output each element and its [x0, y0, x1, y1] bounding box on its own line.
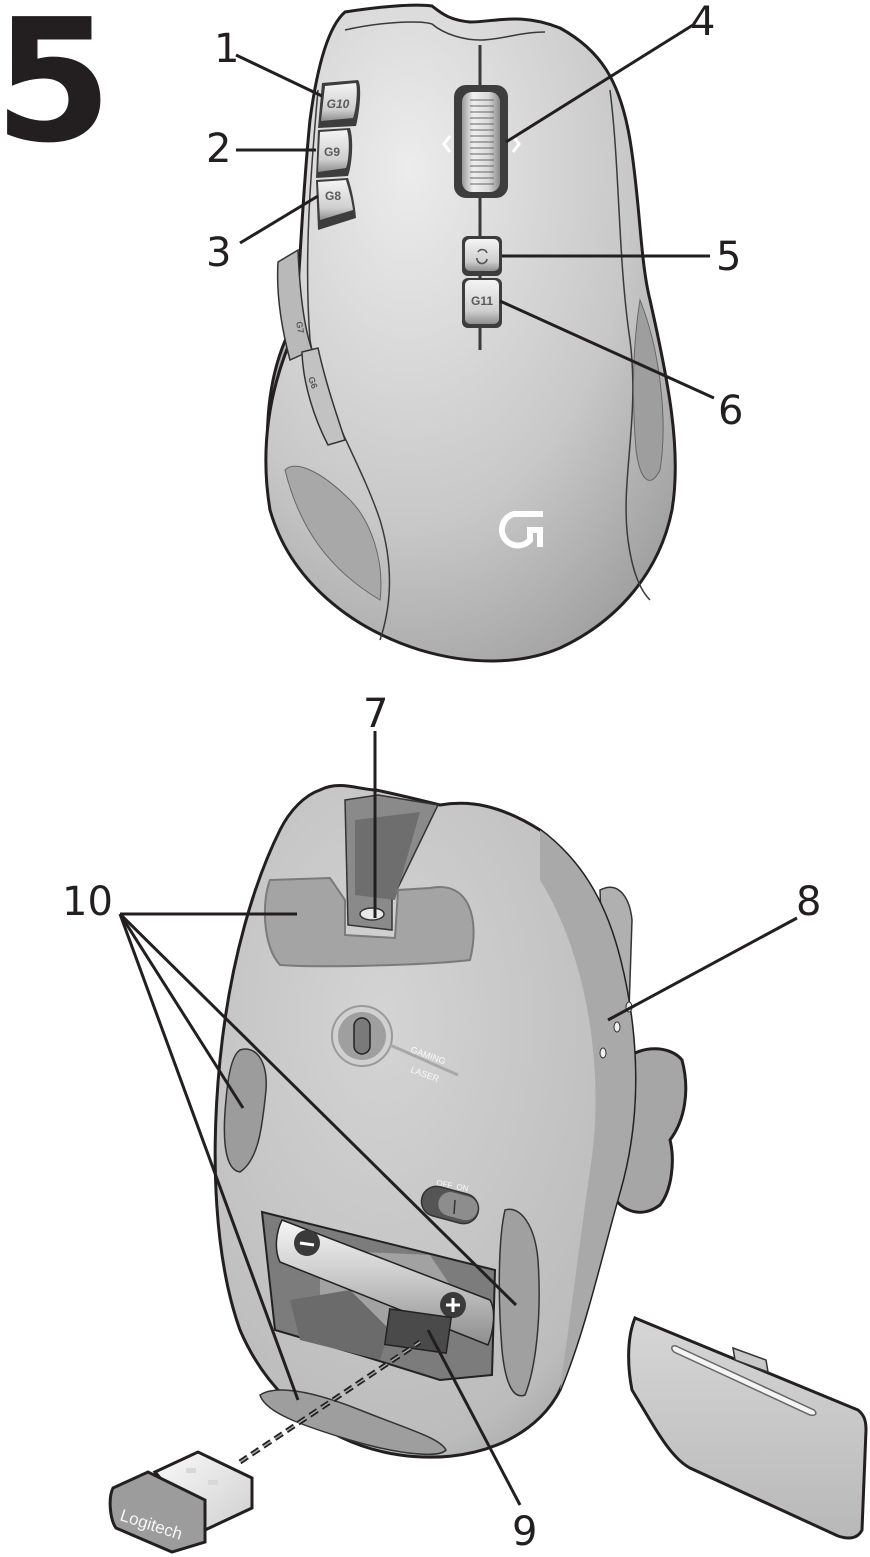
scroll-wheel[interactable] — [442, 85, 521, 198]
mode-shift-button[interactable] — [462, 236, 502, 276]
g11-button[interactable]: G11 — [462, 278, 502, 328]
battery-plus-icon — [446, 1298, 460, 1312]
aa-battery — [275, 1219, 495, 1346]
svg-text:G11: G11 — [471, 294, 493, 308]
svg-text:G7: G7 — [294, 321, 306, 335]
callout-5: 5 — [716, 234, 741, 280]
mouse-bottom-view: GAMING LASER OFF ON — [213, 784, 688, 1459]
power-switch[interactable]: OFF ON — [418, 1178, 482, 1227]
foot-back — [259, 1389, 447, 1456]
cycle-arrows-icon — [476, 248, 488, 265]
usb-receiver: Logitech — [108, 1450, 254, 1554]
g9-button[interactable]: G9 — [316, 128, 353, 178]
step-number: 5 — [0, 0, 112, 181]
foot-left — [223, 1048, 267, 1173]
top-view-callouts: 1 2 3 4 5 6 — [206, 0, 743, 434]
g10-button[interactable]: G10 — [318, 80, 361, 128]
svg-text:G9: G9 — [324, 145, 340, 159]
svg-text:G8: G8 — [325, 189, 341, 203]
right-grip-recess — [632, 298, 664, 481]
mouse-top-view: G11 G10 G9 G8 G7 G6 — [264, 3, 677, 663]
battery-compartment — [260, 1210, 497, 1382]
callout-7: 7 — [363, 691, 388, 737]
laser-sensor: GAMING LASER — [331, 1005, 459, 1084]
svg-text:ON: ON — [456, 1182, 470, 1193]
g8-button[interactable]: G8 — [316, 178, 356, 230]
charging-connector[interactable] — [359, 907, 385, 921]
g-logo-icon — [498, 511, 543, 549]
foot-front — [263, 876, 475, 968]
svg-text:G10: G10 — [327, 97, 350, 111]
tilt-left-arrow-icon — [442, 135, 452, 153]
callout-3: 3 — [206, 230, 231, 276]
tilt-right-arrow-icon — [511, 135, 521, 153]
foot-right — [498, 1208, 540, 1397]
callout-1: 1 — [214, 26, 239, 72]
callout-6: 6 — [718, 388, 743, 434]
g6-button[interactable]: G6 — [301, 347, 346, 446]
callout-2: 2 — [206, 126, 231, 172]
callout-10: 10 — [62, 879, 113, 925]
callout-4: 4 — [690, 0, 715, 45]
callout-9: 9 — [512, 1509, 537, 1555]
callout-8: 8 — [796, 879, 821, 925]
receiver-storage-slot[interactable] — [383, 1308, 453, 1354]
bottom-view-callouts: 7 8 9 10 — [62, 691, 821, 1555]
battery-minus-icon — [299, 1241, 315, 1247]
battery-cover[interactable] — [627, 1316, 868, 1540]
svg-text:G6: G6 — [306, 375, 320, 390]
